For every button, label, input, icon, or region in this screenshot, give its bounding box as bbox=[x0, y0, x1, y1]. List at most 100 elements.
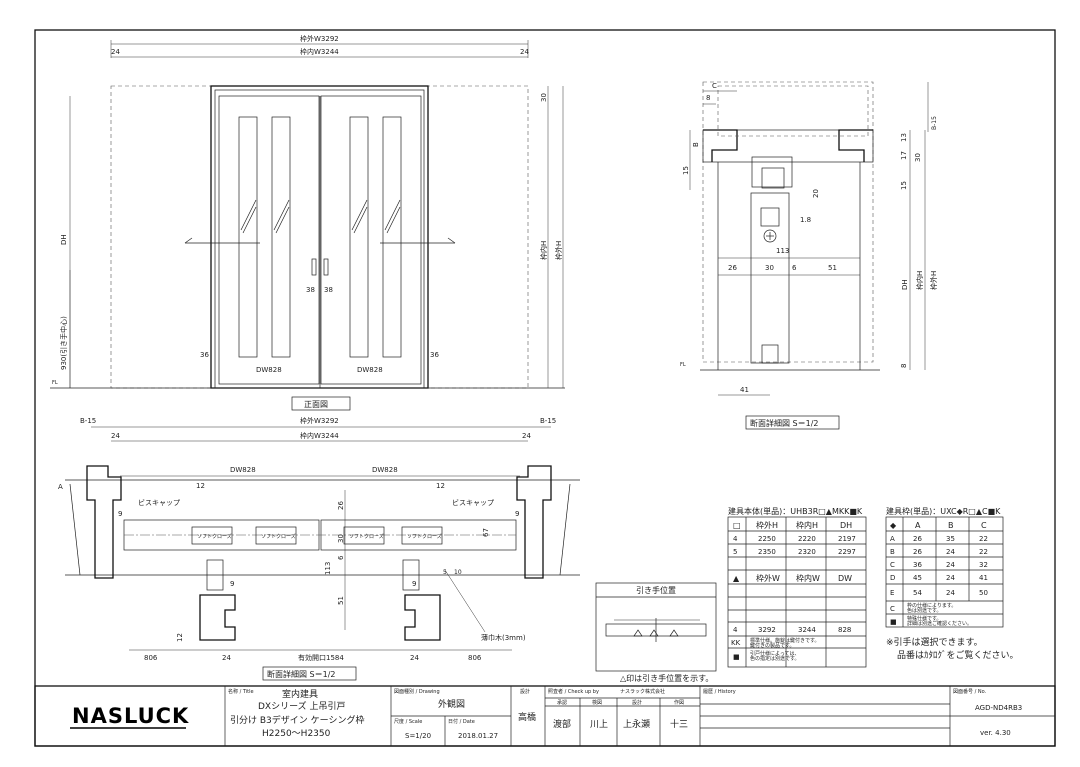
dim-b: B bbox=[692, 142, 700, 147]
plan-a: A bbox=[58, 483, 63, 491]
ft-r2-1: 36 bbox=[913, 561, 922, 569]
handle-center-label: 930(引き手中心) bbox=[59, 316, 68, 370]
drawing-value: 外観図 bbox=[438, 698, 465, 710]
plan-section-label: 断面詳細図 S＝1/2 bbox=[267, 669, 336, 679]
plan-12a: 12 bbox=[196, 482, 205, 490]
history-label: 履歴 / History bbox=[703, 689, 736, 695]
approve-label: 承認 bbox=[557, 699, 567, 706]
dt-note-1-a: 引戸仕様によっては、 bbox=[750, 650, 800, 657]
dt-note-0-a: 標準仕様。施錠は鍵付きです。 bbox=[750, 637, 820, 644]
plan-5: 5 bbox=[443, 569, 447, 576]
dim-36a: 36 bbox=[200, 351, 209, 359]
name-line-4: H2250～H2350 bbox=[262, 729, 331, 739]
design-label: 設計 bbox=[520, 688, 530, 695]
inner-width-label: 枠内W3244 bbox=[300, 47, 339, 56]
screw-cap-left: ビスキャップ bbox=[138, 498, 180, 507]
drawn-name: 十三 bbox=[670, 718, 688, 730]
ft-r1-3: 22 bbox=[979, 548, 988, 556]
dim-20: 20 bbox=[812, 189, 820, 198]
softclose-4: ソフトクローズ bbox=[407, 533, 442, 540]
dw-right: DW828 bbox=[357, 366, 383, 374]
dim-1-8: 1.8 bbox=[800, 216, 811, 224]
handle-position-box: 引き手位置 △印は引き手位置を示す。 bbox=[595, 582, 717, 683]
check-label: 照査者 / Check up by bbox=[548, 688, 599, 695]
dt-h1-1: 枠外H bbox=[756, 520, 778, 530]
dt-h1-2: 枠内H bbox=[796, 520, 818, 530]
number-label: 図面番号 / No. bbox=[953, 688, 987, 695]
ft-r3-0: D bbox=[890, 574, 895, 582]
dt-note-1-k: ■ bbox=[733, 653, 740, 661]
scale-value: S=1/20 bbox=[405, 732, 431, 740]
number-value: AGD-ND4RB3 bbox=[975, 704, 1022, 712]
inner-h-label: 枠内H bbox=[539, 241, 548, 260]
plan-b15-left: B-15 bbox=[80, 417, 96, 425]
dt-r2-0-2: 3244 bbox=[798, 626, 816, 634]
dim-15: 15 bbox=[682, 166, 690, 175]
ft-r0-1: 26 bbox=[913, 535, 922, 543]
ft-r1-2: 24 bbox=[946, 548, 955, 556]
name-line-3: 引分け B3デザイン ケーシング枠 bbox=[230, 714, 364, 726]
dim-24-right: 24 bbox=[410, 654, 419, 662]
plan-51: 51 bbox=[337, 596, 345, 605]
dim-30-right: 30 bbox=[914, 153, 922, 162]
dim-c: C bbox=[712, 82, 717, 90]
dt-r2-0-3: 828 bbox=[838, 626, 851, 634]
dt-r1-0-3: 2197 bbox=[838, 535, 856, 543]
ft-r4-3: 50 bbox=[979, 589, 988, 597]
dt-h2-2: 枠内W bbox=[796, 573, 820, 583]
ft-r2-3: 32 bbox=[979, 561, 988, 569]
side-section-label: 断面詳細図 S＝1/2 bbox=[750, 418, 819, 428]
softclose-2: ソフトクローズ bbox=[261, 533, 296, 540]
handle-right bbox=[323, 258, 329, 276]
softclose-3: ソフトクローズ bbox=[349, 533, 384, 540]
ft-r0-3: 22 bbox=[979, 535, 988, 543]
checked-name: 川上 bbox=[590, 719, 608, 730]
dim-b15: B-15 bbox=[931, 116, 938, 130]
dt-note-0-b: 鍵付きの製品です。 bbox=[750, 642, 795, 649]
plan-26: 26 bbox=[337, 501, 345, 510]
ft-r3-1: 45 bbox=[913, 574, 922, 582]
ft-r4-2: 24 bbox=[946, 589, 955, 597]
door-table-title: 建具本体(単品)：UHB3R□▲MKK■K bbox=[728, 506, 863, 516]
plan-section: B-15 B-15 枠外W3292 枠内W3244 24 24 ソフトクローズ … bbox=[58, 416, 580, 681]
dim-36b: 36 bbox=[430, 351, 439, 359]
dim-41: 41 bbox=[740, 386, 749, 394]
dt-h2-0: ▲ bbox=[733, 574, 740, 583]
ft-h1: A bbox=[915, 521, 921, 530]
handle-left bbox=[311, 258, 317, 276]
title-block: NASLUCK 名称 / Title 室内建具 DXシリーズ 上吊引戸 引分け … bbox=[34, 685, 1056, 747]
screw-cap-right: ビスキャップ bbox=[452, 498, 494, 507]
nasluck-logo: NASLUCK bbox=[72, 704, 189, 728]
plan-113: 113 bbox=[324, 562, 332, 575]
plan-9c: 9 bbox=[230, 580, 234, 588]
frame-spec-table: 建具枠(単品)：UXC◆R□▲C■K ◆ A B C A 26 35 22 B … bbox=[885, 506, 1019, 661]
dt-h2-3: DW bbox=[838, 574, 852, 583]
dim-806-left: 806 bbox=[144, 654, 158, 662]
fl-left: FL bbox=[52, 380, 58, 386]
plan-67: 67 bbox=[482, 528, 490, 537]
tape-label: 薄巾木(3mm) bbox=[481, 633, 526, 642]
checked-label: 検図 bbox=[592, 699, 602, 706]
side-section: C 8 B-15 B 15 17 13 30 15 DH 枠内H 枠外H 8 2… bbox=[680, 81, 938, 430]
ft-r1-0: B bbox=[890, 548, 895, 556]
left-24-label: 24 bbox=[111, 48, 120, 56]
outer-width-label: 枠外W3292 bbox=[300, 34, 339, 43]
dim-38b: 38 bbox=[324, 286, 333, 294]
drawing-label: 図面種別 / Drawing bbox=[394, 688, 440, 695]
ft-r0-0: A bbox=[890, 535, 895, 543]
dt-note-1-b: 色の指定は別途です。 bbox=[750, 655, 800, 662]
dh-label: DH bbox=[60, 234, 68, 245]
ft-note-1-b: 詳細は別途ご確認ください。 bbox=[907, 620, 972, 627]
frame-table-title: 建具枠(単品)：UXC◆R□▲C■K bbox=[886, 506, 1001, 516]
name-label: 名称 / Title bbox=[228, 688, 254, 695]
ft-r2-0: C bbox=[890, 561, 895, 569]
dt-r1-1-0: 5 bbox=[733, 548, 737, 556]
ft-r4-1: 54 bbox=[913, 589, 922, 597]
ft-h0: ◆ bbox=[890, 521, 897, 530]
right-24-label: 24 bbox=[520, 48, 529, 56]
remark-2: 品番はｶﾀﾛｸﾞをご覧ください。 bbox=[897, 649, 1019, 661]
plan-9a: 9 bbox=[118, 510, 122, 518]
dt-h1-3: DH bbox=[840, 521, 852, 530]
date-value: 2018.01.27 bbox=[458, 732, 498, 740]
